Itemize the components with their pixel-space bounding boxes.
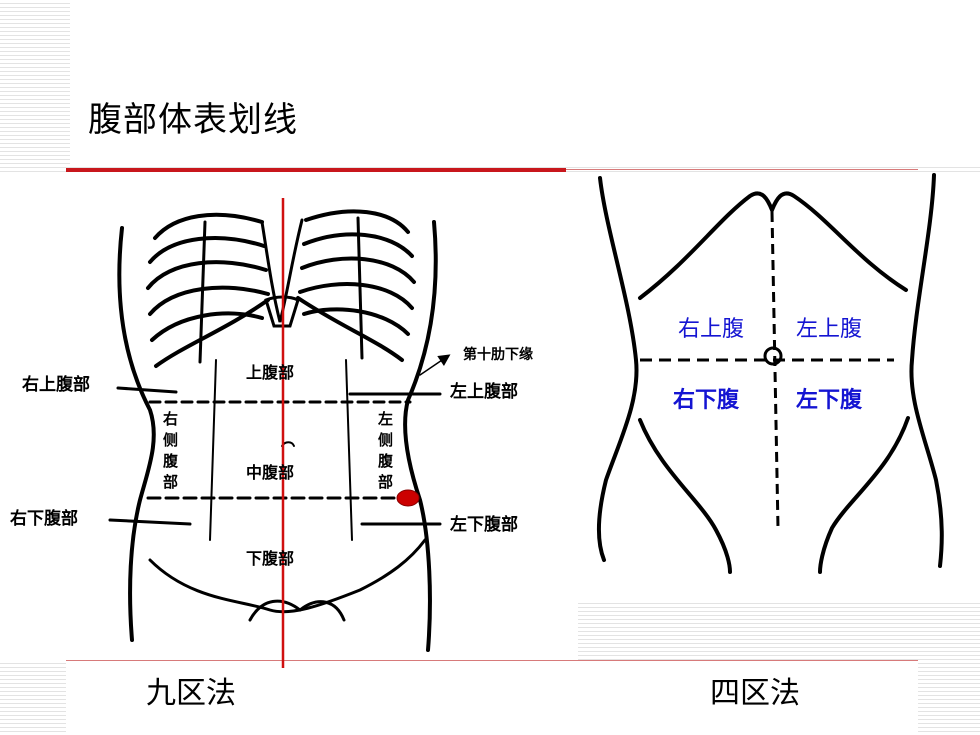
label-lower-left-abdomen: 左下腹部: [450, 514, 518, 535]
slide-title: 腹部体表划线: [88, 100, 298, 140]
label-quadrant-lower-left: 左下腹: [796, 387, 863, 413]
rib-1-right: [153, 212, 264, 240]
rib-spine-right: [198, 220, 207, 364]
pelvis-inner-right: [298, 600, 346, 622]
costal-margin-left: [296, 296, 404, 362]
torso-outline-left-side: [403, 220, 438, 652]
waist-line-right: [638, 418, 732, 574]
iliac-spine-marker: [396, 489, 420, 507]
vertical-line-right: [209, 359, 217, 541]
rib-spine-left: [356, 216, 364, 360]
vertical-line-left: [345, 359, 353, 541]
vertical-dashed-midline: [770, 211, 780, 529]
label-quadrant-upper-right: 右上腹: [678, 317, 744, 342]
torso-outline-left: [909, 173, 944, 568]
four-region-caption: 四区法: [710, 676, 800, 711]
nine-region-caption: 九区法: [146, 676, 236, 711]
nine-region-diagram: [108, 209, 451, 652]
torso-outline-right-side: [117, 226, 156, 642]
svg-text:侧: 侧: [378, 431, 393, 449]
four-region-diagram: [597, 173, 944, 574]
label-left-lateral: 左 侧 腹 部: [377, 410, 394, 491]
title-area: [70, 0, 980, 165]
pointer-upper-right: [116, 386, 178, 394]
label-lower-right-abdomen: 右下腹部: [10, 508, 78, 529]
svg-text:右: 右: [163, 410, 178, 428]
nine-region-panel: [0, 172, 578, 660]
label-quadrant-lower-right: 右下腹: [673, 387, 740, 413]
rib-2-right: [148, 236, 266, 264]
rib-5-right: [150, 311, 264, 342]
umbilicus-circle: [763, 346, 783, 366]
svg-text:左: 左: [377, 410, 393, 428]
pointer-costal-margin: [419, 354, 451, 376]
svg-text:部: 部: [378, 473, 393, 491]
rib-5-left: [302, 307, 410, 336]
xiphoid: [264, 295, 300, 328]
label-upper-right-abdomen: 右上腹部: [22, 374, 90, 395]
svg-text:腹: 腹: [163, 452, 179, 470]
label-upper-left-abdomen: 左上腹部: [450, 381, 518, 402]
costal-margin-right: [154, 298, 270, 368]
label-right-lateral: 右 侧 腹 部: [163, 410, 179, 491]
caption-area: [66, 661, 918, 735]
waist-line-left: [818, 416, 910, 574]
costal-arch: [638, 191, 908, 300]
rib-2-left: [302, 232, 414, 258]
torso-outline-right: [597, 176, 639, 562]
label-costal-margin: 第十肋下缘: [463, 346, 533, 363]
pelvis-inner-left: [248, 599, 302, 622]
title-underline-thin: [566, 169, 918, 170]
label-quadrant-upper-left: 左上腹: [796, 317, 862, 342]
title-underline-red: [66, 168, 566, 173]
svg-text:腹: 腹: [378, 452, 394, 470]
label-epigastric: 上腹部: [246, 363, 294, 382]
rib-4-left: [298, 282, 414, 310]
label-hypogastric: 下腹部: [246, 549, 294, 568]
rib-1-left: [304, 209, 410, 234]
sternum: [260, 218, 304, 323]
rib-3-left: [300, 256, 416, 284]
bottom-rule: [66, 660, 918, 661]
svg-text:侧: 侧: [163, 431, 178, 449]
svg-text:部: 部: [163, 473, 178, 491]
four-region-guides: [640, 211, 894, 529]
label-umbilical: 中腹部: [246, 463, 294, 482]
pointer-lower-right: [108, 518, 192, 526]
rib-3-right: [146, 260, 268, 290]
